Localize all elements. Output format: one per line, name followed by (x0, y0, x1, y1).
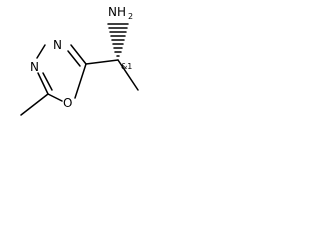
bond-c2-chiral (85, 59, 119, 65)
bond-n4-c5 (37, 72, 49, 95)
hashed-wedge-bond (107, 23, 129, 57)
ring-bonds (36, 44, 87, 102)
bond-o1-c2 (74, 63, 87, 99)
bond-n3-n4 (36, 44, 46, 59)
bond-chiral-methyl (117, 59, 139, 91)
atom-label-o1: O (63, 96, 72, 110)
bond-c5-methyl (20, 93, 49, 116)
atom-label-nh2-subscript: 2 (128, 12, 133, 21)
atom-label-n3: N (53, 38, 62, 52)
molecule-structure: NH 2 N N O &1 (20, 5, 139, 116)
side-chain-bonds (85, 23, 139, 91)
bond-n4-c5-inner (42, 72, 53, 91)
bond-c2-n3 (70, 44, 87, 65)
atom-label-n4: N (30, 60, 39, 74)
bond-c2-n3-inner (67, 50, 81, 67)
stereo-label: &1 (121, 62, 132, 71)
atom-label-nh2: NH (108, 5, 126, 19)
bond-c5-o1 (47, 93, 63, 102)
